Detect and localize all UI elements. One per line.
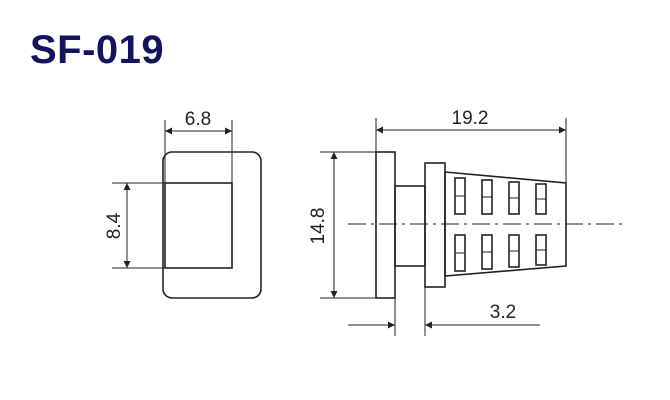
front-outline: [162, 151, 262, 299]
length-dimension-label: 19.2: [452, 108, 489, 129]
part-title: SF-019: [30, 28, 165, 72]
tapered-body: [444, 171, 567, 277]
upper-slots: [454, 177, 547, 215]
lower-slots: [454, 234, 547, 272]
side-view: 19.2 14.8 3.2: [308, 108, 625, 336]
gap-dimension-label: 3.2: [490, 302, 516, 323]
inner-flange: [424, 162, 446, 288]
neck: [394, 185, 426, 267]
outer-flange: [375, 151, 396, 299]
side-height-dimension-label: 14.8: [308, 208, 329, 245]
width-dimension-label: 6.8: [185, 109, 211, 130]
height-dimension-label: 8.4: [104, 212, 125, 239]
front-view: 6.8 8.4: [104, 109, 262, 299]
front-hatched-section: [164, 182, 233, 269]
